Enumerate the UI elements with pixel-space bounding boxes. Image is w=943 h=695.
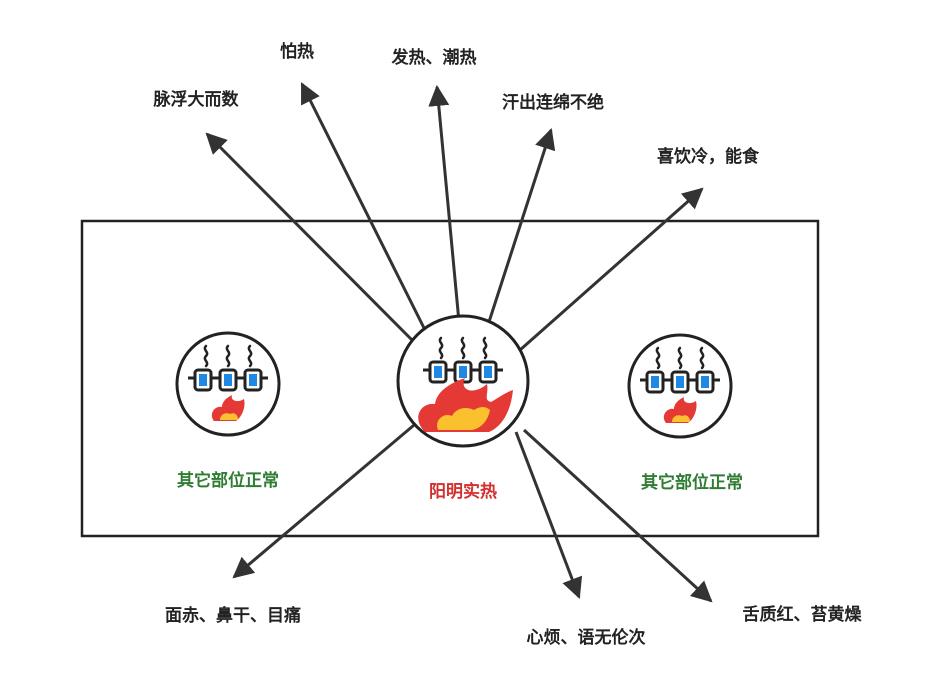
arrow-cold-drink [519, 187, 704, 352]
side-left-label: 其它部位正常 [177, 470, 279, 491]
arrow-mind [514, 431, 583, 599]
symptom-cold-drink: 喜饮冷，能食 [657, 146, 760, 167]
organ-center [396, 314, 530, 448]
symptom-tongue: 舌质红、苔黄燥 [743, 604, 863, 625]
arrow-face [232, 418, 421, 579]
center-label: 阳明实热 [429, 481, 497, 502]
symptom-mind: 心烦、语无伦次 [527, 627, 646, 648]
symptom-heat-aversion: 怕热 [280, 41, 314, 62]
symptom-fever: 发热、潮热 [391, 47, 477, 68]
organ-right [627, 333, 733, 439]
symptom-sweat: 汗出连绵不绝 [502, 92, 604, 113]
arrow-sweat [486, 128, 556, 326]
arrow-pulse [205, 132, 414, 342]
side-right-label: 其它部位正常 [641, 472, 743, 493]
flame-right-icon [663, 397, 697, 423]
symptom-pulse: 脉浮大而数 [153, 89, 240, 110]
symptom-face: 面赤、鼻干、目痛 [165, 605, 301, 626]
arrows [205, 82, 713, 603]
flame-left-icon [211, 395, 245, 421]
arrow-fever [428, 84, 461, 323]
organ-left [175, 331, 281, 437]
arrow-tongue [522, 428, 713, 603]
arrow-heat-aversion [300, 82, 427, 331]
